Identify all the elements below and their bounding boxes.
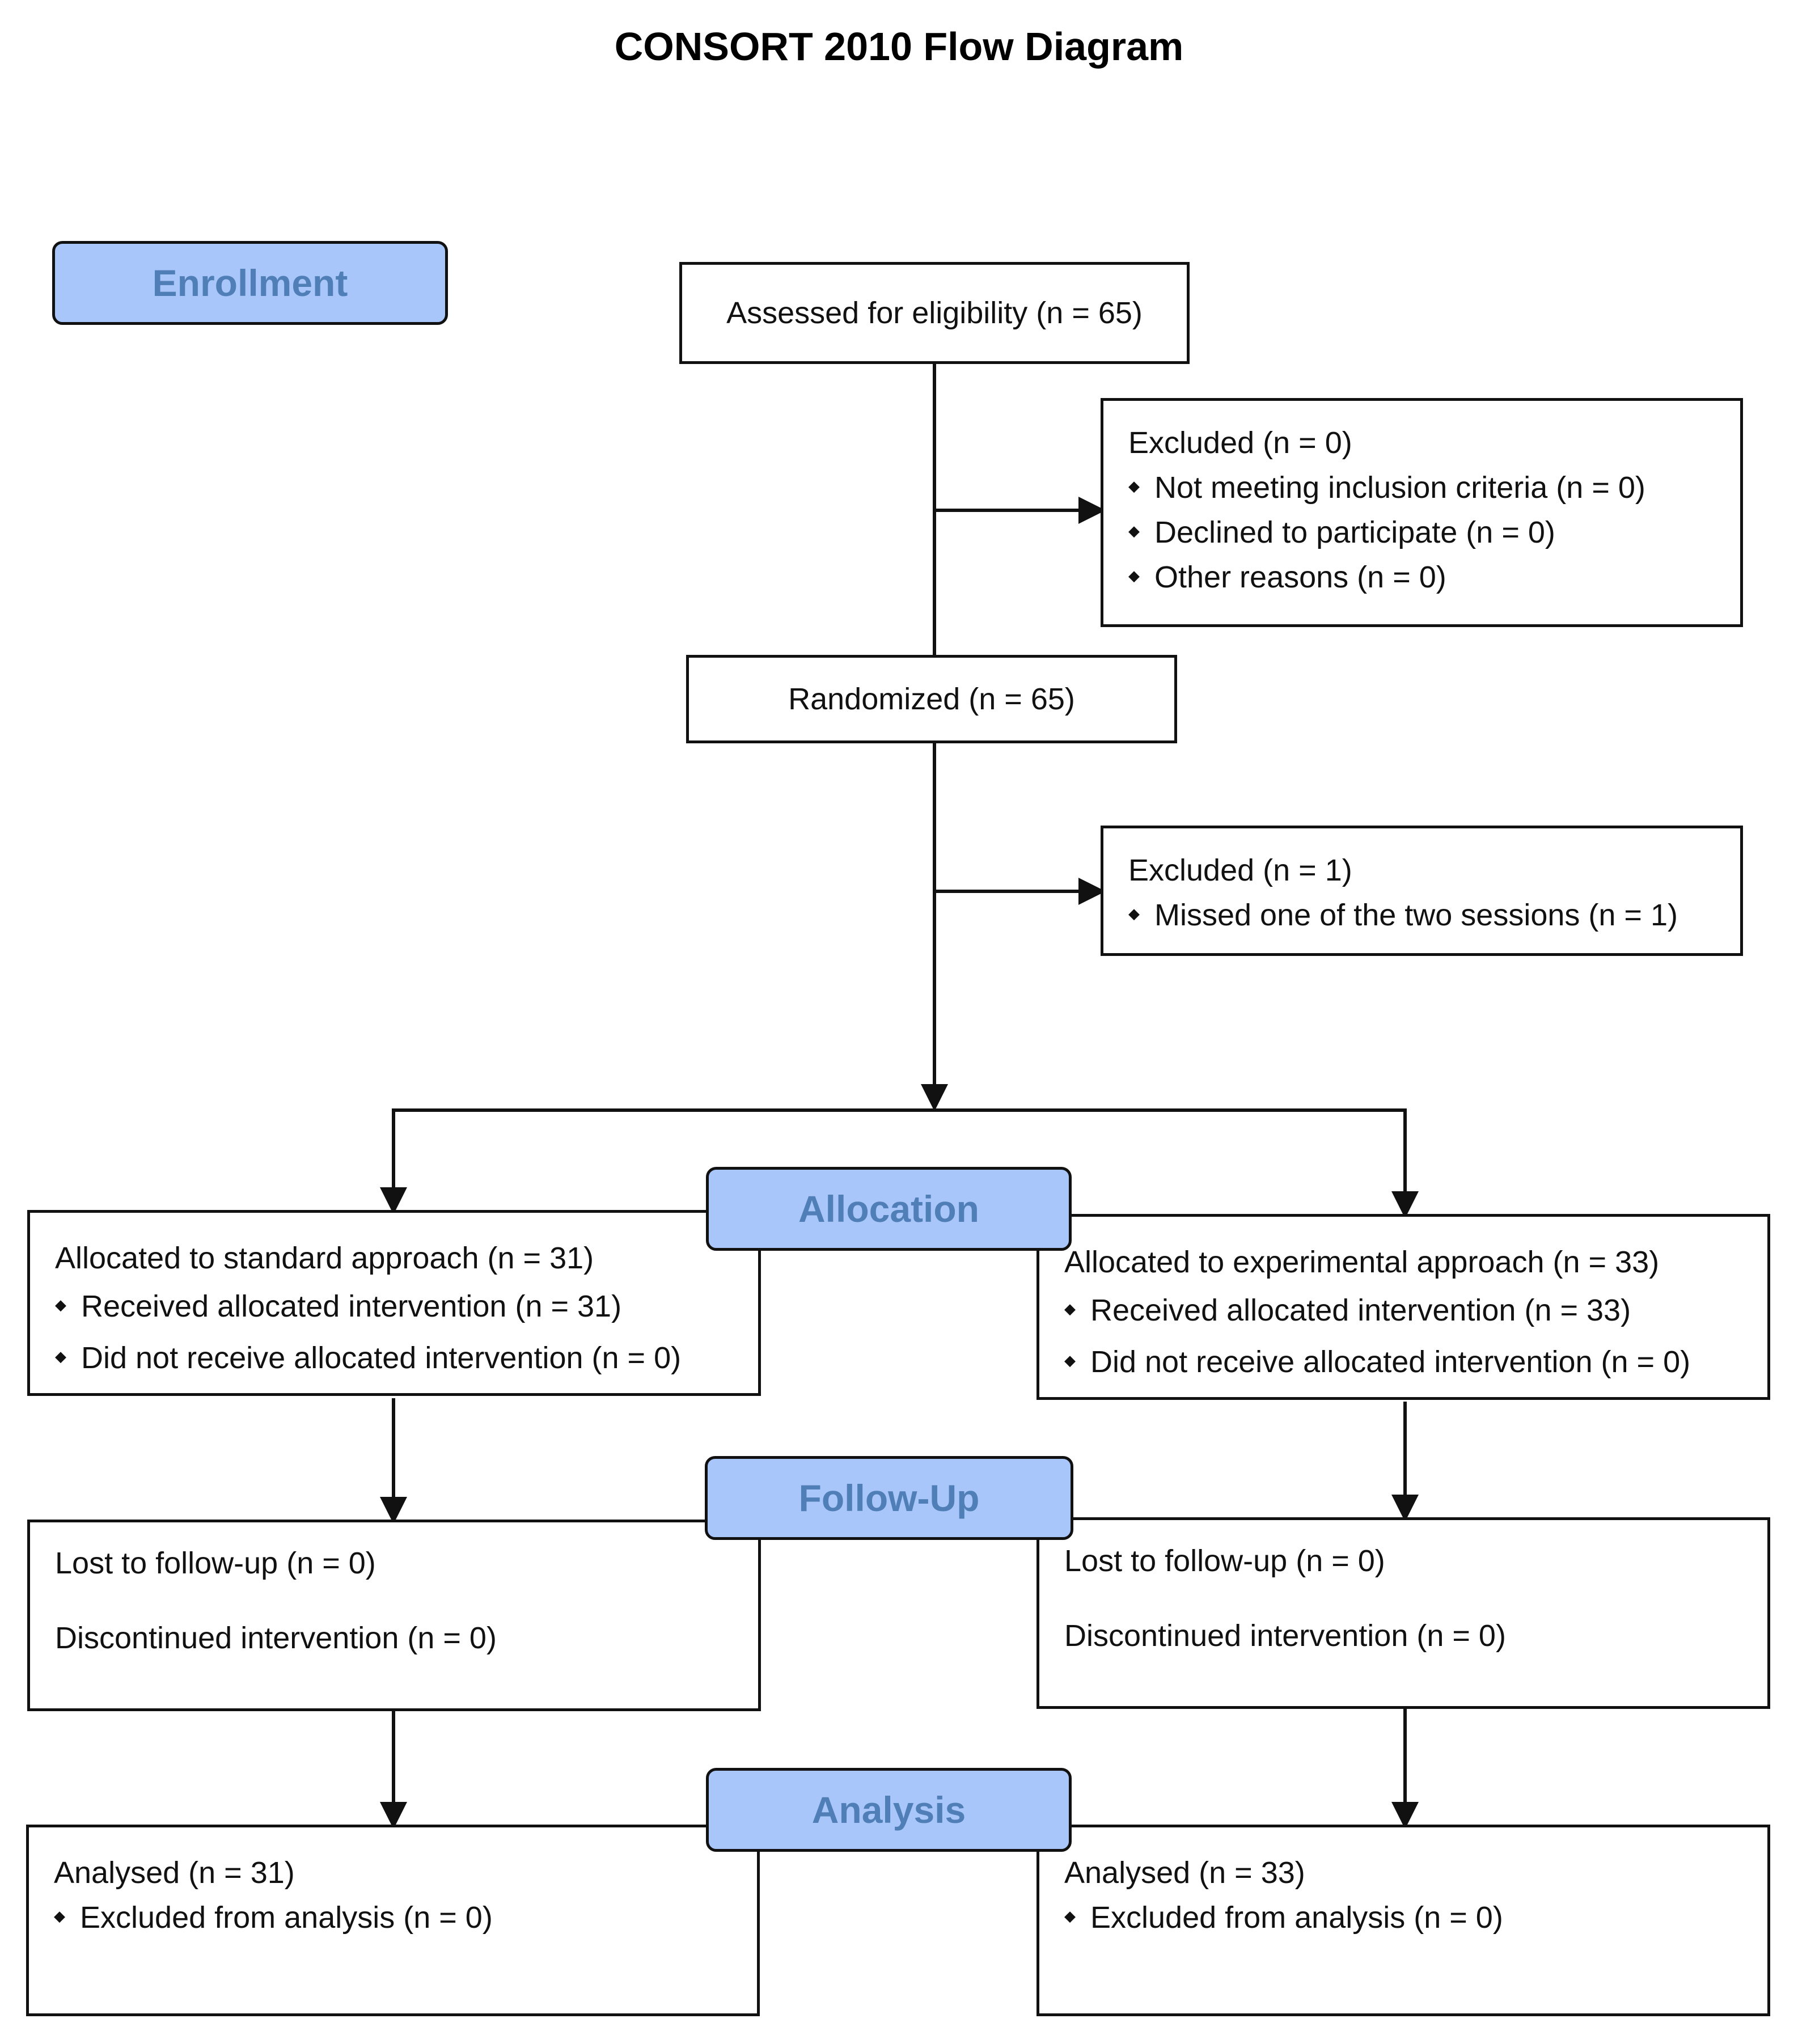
analysis-right-item: Excluded from analysis (n = 0) [1064, 1894, 1745, 1939]
stage-label-text: Follow-Up [798, 1477, 980, 1519]
excluded-1-item: Other reasons (n = 0) [1128, 554, 1717, 599]
analysis-right-heading: Analysed (n = 33) [1064, 1856, 1305, 1890]
excluded-box-1: Excluded (n = 0) Not meeting inclusion c… [1101, 398, 1743, 627]
followup-left-discontinued: Discontinued intervention (n = 0) [55, 1621, 497, 1655]
analysis-right-box: Analysed (n = 33) Excluded from analysis… [1037, 1825, 1770, 2016]
randomized-box: Randomized (n = 65) [686, 655, 1177, 743]
excluded-1-item: Declined to participate (n = 0) [1128, 509, 1717, 554]
stage-label-allocation: Allocation [706, 1167, 1072, 1251]
followup-right-box: Lost to follow-up (n = 0) Discontinued i… [1037, 1517, 1770, 1709]
allocated-right-item: Did not receive allocated intervention (… [1064, 1339, 1745, 1383]
followup-right-lost: Lost to follow-up (n = 0) [1064, 1544, 1385, 1578]
allocated-left-item: Did not receive allocated intervention (… [55, 1335, 735, 1379]
stage-label-text: Analysis [811, 1789, 966, 1831]
allocated-right-heading: Allocated to experimental approach (n = … [1064, 1245, 1660, 1279]
stage-label-analysis: Analysis [706, 1768, 1072, 1852]
allocated-right-item: Received allocated intervention (n = 33) [1064, 1287, 1745, 1332]
allocated-right-box: Allocated to experimental approach (n = … [1037, 1214, 1770, 1400]
analysis-left-box: Analysed (n = 31) Excluded from analysis… [26, 1825, 760, 2016]
allocated-left-box: Allocated to standard approach (n = 31) … [27, 1210, 761, 1396]
excluded-1-item: Not meeting inclusion criteria (n = 0) [1128, 464, 1717, 509]
stage-label-follow-up: Follow-Up [705, 1456, 1073, 1540]
excluded-box-2: Excluded (n = 1) Missed one of the two s… [1101, 826, 1743, 956]
stage-label-text: Allocation [798, 1188, 979, 1230]
excluded-2-item: Missed one of the two sessions (n = 1) [1128, 892, 1717, 937]
analysis-left-item: Excluded from analysis (n = 0) [54, 1894, 734, 1939]
excluded-2-heading: Excluded (n = 1) [1128, 853, 1352, 887]
diagram-title: CONSORT 2010 Flow Diagram [614, 24, 1184, 69]
assessed-box: Assessed for eligibility (n = 65) [679, 262, 1190, 364]
followup-right-discontinued: Discontinued intervention (n = 0) [1064, 1619, 1506, 1653]
allocation-split [392, 1108, 1407, 1207]
randomized-text: Randomized (n = 65) [788, 682, 1075, 716]
allocated-left-heading: Allocated to standard approach (n = 31) [55, 1241, 594, 1275]
assessed-text: Assessed for eligibility (n = 65) [726, 296, 1143, 330]
allocated-left-item: Received allocated intervention (n = 31) [55, 1283, 735, 1328]
excluded-1-heading: Excluded (n = 0) [1128, 426, 1352, 460]
analysis-left-heading: Analysed (n = 31) [54, 1856, 295, 1890]
followup-left-box: Lost to follow-up (n = 0) Discontinued i… [27, 1520, 761, 1711]
stage-label-text: Enrollment [152, 262, 348, 304]
stage-label-enrollment: Enrollment [52, 241, 448, 325]
followup-left-lost: Lost to follow-up (n = 0) [55, 1546, 376, 1580]
